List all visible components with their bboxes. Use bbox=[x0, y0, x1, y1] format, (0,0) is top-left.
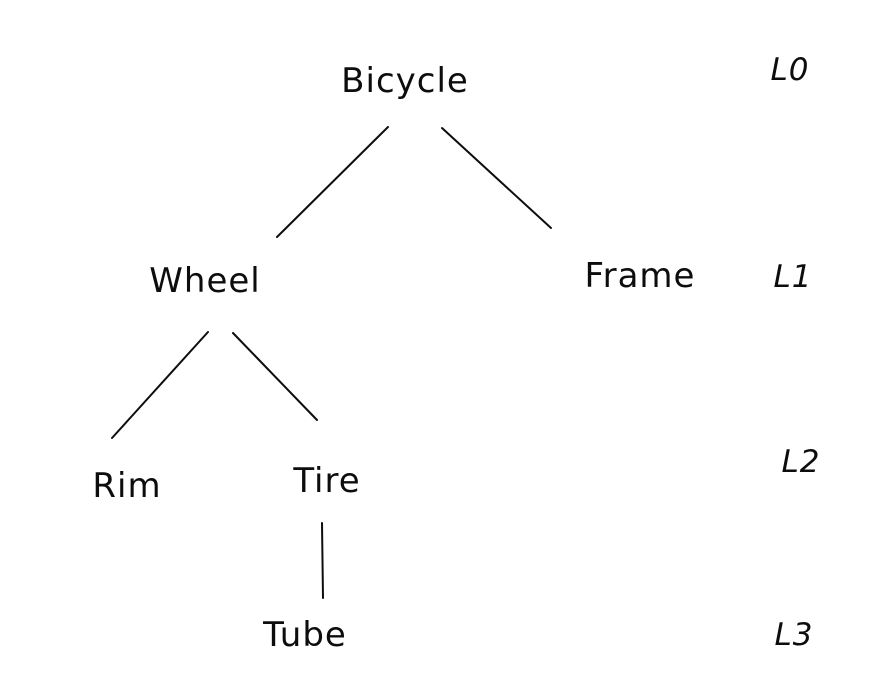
node-wheel: Wheel bbox=[149, 261, 261, 301]
edge-bicycle-frame bbox=[441, 127, 552, 229]
level-label-l3: L3 bbox=[774, 617, 814, 653]
level-label-l1: L1 bbox=[773, 259, 813, 295]
node-rim: Rim bbox=[92, 466, 162, 506]
level-label-l0: L0 bbox=[770, 52, 810, 88]
node-frame: Frame bbox=[584, 256, 696, 296]
node-tire: Tire bbox=[293, 461, 361, 501]
edge-tire-tube bbox=[321, 522, 324, 599]
level-label-l2: L2 bbox=[781, 444, 821, 480]
edge-wheel-tire bbox=[232, 332, 318, 421]
edge-wheel-rim bbox=[111, 331, 209, 439]
node-bicycle: Bicycle bbox=[341, 61, 469, 101]
node-tube: Tube bbox=[263, 615, 347, 655]
edge-bicycle-wheel bbox=[276, 126, 389, 238]
